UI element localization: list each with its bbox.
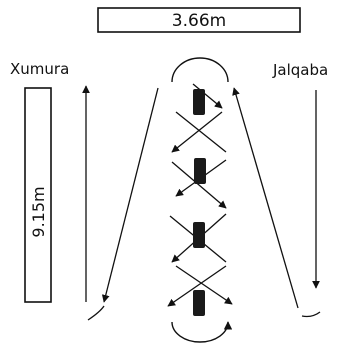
weave-paths bbox=[167, 83, 233, 307]
length-label: 9.15m bbox=[29, 186, 48, 237]
length-box bbox=[24, 87, 52, 303]
weave-arrow-2 bbox=[171, 111, 223, 153]
weave-arrow-9 bbox=[175, 265, 233, 305]
width-label: 3.66m bbox=[172, 11, 226, 31]
marker-1 bbox=[193, 89, 205, 115]
weave-arrow-8 bbox=[167, 265, 227, 307]
top-turn-arc bbox=[171, 57, 229, 83]
marker-3 bbox=[193, 222, 205, 248]
width-box bbox=[97, 7, 301, 33]
bottom-turn-arc bbox=[171, 321, 233, 343]
running-paths bbox=[82, 85, 321, 321]
right-label: Jalqaba bbox=[272, 61, 328, 79]
turn-arcs bbox=[171, 57, 233, 343]
markers bbox=[193, 89, 206, 316]
left-label: Xumura bbox=[10, 60, 69, 78]
marker-2 bbox=[194, 158, 206, 184]
width-dimension: 3.66m bbox=[97, 7, 301, 33]
weave-arrow-5 bbox=[171, 161, 227, 209]
left-diagonal-arrow bbox=[101, 87, 159, 303]
weave-line-3 bbox=[175, 111, 227, 153]
right-end-curve bbox=[301, 311, 321, 318]
marker-4 bbox=[193, 290, 205, 316]
right-diagonal-arrow bbox=[232, 87, 299, 309]
weave-arrow-1 bbox=[192, 83, 223, 109]
left-start-curve bbox=[87, 305, 105, 321]
length-dimension: 9.15m bbox=[24, 87, 52, 303]
